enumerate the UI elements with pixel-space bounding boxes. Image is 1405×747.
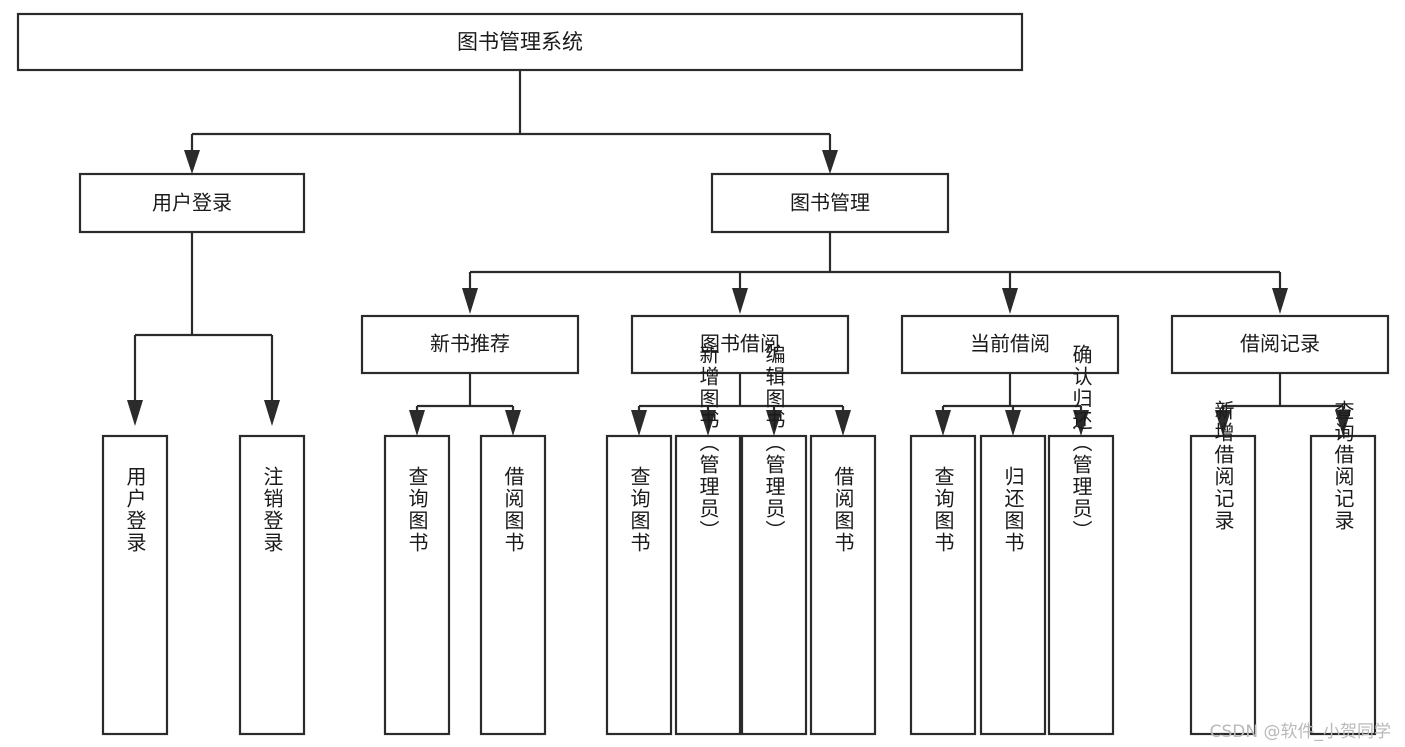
node-user-login[interactable]: 用户登录 <box>78 172 306 234</box>
leaf-borrow-add-label: 新增图书（管理员） <box>696 344 720 542</box>
arrow-head-nb-leaf2 <box>505 410 521 436</box>
leaf-borrow-add[interactable]: 新增图书（管理员） <box>674 344 742 736</box>
leaf-newbook-query-box[interactable] <box>383 434 451 736</box>
connector-layer <box>127 70 1351 436</box>
node-root[interactable]: 图书管理系统 <box>16 12 1024 72</box>
leaf-current-confirm-return-box[interactable] <box>1047 434 1115 736</box>
node-borrow-record-box[interactable] <box>1170 314 1390 375</box>
node-book-management-label: 图书管理 <box>790 191 870 215</box>
arrow-head-bw-leaf1 <box>631 410 647 436</box>
leaf-newbook-query[interactable]: 查询图书 <box>383 434 451 736</box>
node-borrow-record-label: 借阅记录 <box>1240 332 1320 356</box>
leaf-current-return[interactable]: 归还图书 <box>979 434 1047 736</box>
leaf-current-query-label: 查询图书 <box>931 466 955 554</box>
arrow-head-user-login <box>184 150 200 174</box>
leaf-current-confirm-return-label: 确认归还（管理员） <box>1069 344 1093 542</box>
leaf-user-login-signout-label: 注销登录 <box>260 466 284 554</box>
node-current-borrow[interactable]: 当前借阅 <box>900 314 1120 375</box>
node-current-borrow-label: 当前借阅 <box>970 332 1050 356</box>
node-root-label: 图书管理系统 <box>457 30 583 54</box>
arrow-head-borrow <box>732 288 748 314</box>
arrow-head-book-mgmt <box>822 150 838 174</box>
node-new-book-recommend[interactable]: 新书推荐 <box>360 314 580 375</box>
node-book-management-box[interactable] <box>710 172 950 234</box>
leaf-borrow-query[interactable]: 查询图书 <box>605 434 673 736</box>
node-book-borrow[interactable]: 图书借阅 <box>630 314 850 375</box>
node-current-borrow-box[interactable] <box>900 314 1120 375</box>
leaf-borrow-edit[interactable]: 编辑图书（管理员） <box>740 344 808 736</box>
leaf-borrow-lend-label: 借阅图书 <box>831 466 855 554</box>
leaf-current-return-label: 归还图书 <box>1001 466 1025 554</box>
arrow-head-bw-leaf4 <box>835 410 851 436</box>
leaf-record-query-label: 查询借阅记录 <box>1331 400 1355 532</box>
arrow-head-bw-leaf2 <box>700 410 716 436</box>
arrow-head-nb-leaf1 <box>409 410 425 436</box>
leaf-borrow-query-box[interactable] <box>605 434 673 736</box>
leaf-borrow-edit-label: 编辑图书（管理员） <box>762 344 786 542</box>
node-user-login-label: 用户登录 <box>152 191 232 215</box>
arrow-head-newbook <box>462 288 478 314</box>
arrow-head-record <box>1272 288 1288 314</box>
arrow-head-bw-leaf3 <box>766 410 782 436</box>
node-book-management[interactable]: 图书管理 <box>710 172 950 234</box>
leaf-record-add[interactable]: 新增借阅记录 <box>1189 400 1257 736</box>
leaf-user-login-signin-box[interactable] <box>101 434 169 736</box>
leaf-newbook-query-label: 查询图书 <box>405 466 429 554</box>
leaf-newbook-borrow-box[interactable] <box>479 434 547 736</box>
arrow-head-cu-leaf1 <box>935 410 951 436</box>
leaf-borrow-edit-box[interactable] <box>740 434 808 736</box>
node-new-book-recommend-box[interactable] <box>360 314 580 375</box>
leaf-record-add-box[interactable] <box>1189 434 1257 736</box>
leaf-newbook-borrow[interactable]: 借阅图书 <box>479 434 547 736</box>
node-user-login-box[interactable] <box>78 172 306 234</box>
leaf-newbook-borrow-label: 借阅图书 <box>501 466 525 554</box>
node-root-box[interactable] <box>16 12 1024 72</box>
arrow-head-ul-leaf2 <box>264 400 280 426</box>
csdn-watermark: CSDN @软件_小贺同学 <box>1209 722 1391 742</box>
leaf-record-add-label: 新增借阅记录 <box>1211 400 1235 532</box>
leaf-borrow-add-box[interactable] <box>674 434 742 736</box>
leaf-current-query[interactable]: 查询图书 <box>909 434 977 736</box>
leaf-user-login-signout[interactable]: 注销登录 <box>238 434 306 736</box>
leaf-current-query-box[interactable] <box>909 434 977 736</box>
leaf-current-confirm-return[interactable]: 确认归还（管理员） <box>1047 344 1115 736</box>
arrow-head-cu-leaf3 <box>1073 410 1089 436</box>
leaf-user-login-signin-label: 用户登录 <box>123 466 147 554</box>
leaf-record-query[interactable]: 查询借阅记录 <box>1309 400 1377 736</box>
leaf-current-return-box[interactable] <box>979 434 1047 736</box>
node-book-borrow-box[interactable] <box>630 314 850 375</box>
leaf-borrow-lend[interactable]: 借阅图书 <box>809 434 877 736</box>
arrow-head-ul-leaf1 <box>127 400 143 426</box>
leaf-user-login-signin[interactable]: 用户登录 <box>101 434 169 736</box>
leaf-record-query-box[interactable] <box>1309 434 1377 736</box>
leaf-borrow-lend-box[interactable] <box>809 434 877 736</box>
arrow-head-cu-leaf2 <box>1005 410 1021 436</box>
node-borrow-record[interactable]: 借阅记录 <box>1170 314 1390 375</box>
arrow-head-current <box>1002 288 1018 314</box>
node-new-book-recommend-label: 新书推荐 <box>430 332 510 356</box>
arrow-head-rc-leaf1 <box>1215 410 1231 436</box>
arrow-head-rc-leaf2 <box>1335 410 1351 436</box>
leaf-borrow-query-label: 查询图书 <box>627 466 651 554</box>
leaf-user-login-signout-box[interactable] <box>238 434 306 736</box>
node-book-borrow-label: 图书借阅 <box>700 332 780 356</box>
